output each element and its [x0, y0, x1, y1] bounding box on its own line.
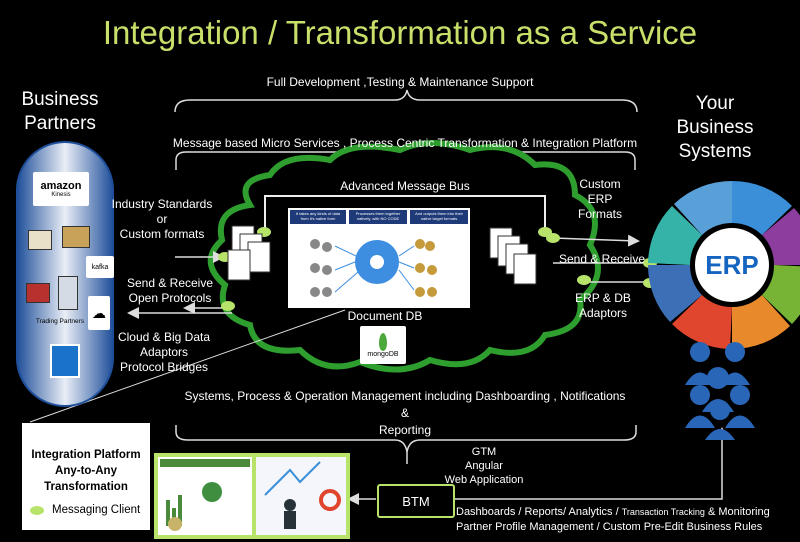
building-icon	[58, 276, 78, 310]
custom-erp-label: Custom ERP Formats	[577, 177, 622, 221]
top-brace	[174, 89, 638, 113]
btm-box: BTM	[377, 484, 455, 518]
factory-icon	[62, 226, 90, 248]
standards-label: Industry Standards or Custom formats	[111, 197, 213, 241]
cloud-storage-icon: ☁	[88, 296, 110, 330]
open-protocols-label: Send & Receive Open Protocols	[126, 276, 214, 305]
kafka-logo: kafka	[86, 256, 114, 278]
warehouse-icon	[28, 230, 52, 250]
mongodb-logo: mongoDB	[360, 326, 406, 364]
cloud-adaptors-label: Cloud & Big Data Adaptors Protocol Bridg…	[117, 330, 211, 374]
systems-heading: Your Business Systems	[676, 93, 754, 162]
process-step-2: Processes them together natively, with N…	[355, 211, 401, 221]
document-db-label: Document DB	[347, 309, 423, 323]
erp-db-adaptors-label: ERP & DB Adaptors	[575, 291, 631, 320]
process-step-3: And outputs them into their native targe…	[415, 211, 463, 221]
amazon-kinesis-logo: amazon Kinesis	[33, 172, 89, 206]
data-grid-icon	[50, 344, 80, 378]
users-icon	[685, 342, 755, 440]
support-text: Full Development ,Testing & Maintenance …	[266, 75, 534, 89]
features-text: Dashboards / Reports/ Analytics / Transa…	[456, 506, 770, 533]
erp-hub: ERP	[695, 228, 769, 302]
page-title: Integration / Transformation as a Servic…	[102, 14, 698, 51]
messaging-client-dot-icon	[30, 505, 44, 515]
gtm-label: GTM Angular Web Application	[444, 446, 524, 486]
legend-box: Integration Platform Any-to-Any Transfor…	[22, 423, 150, 530]
process-step-1: It takes any kinds of data from it's nat…	[295, 211, 341, 221]
trading-partners-label: Trading Partners	[35, 318, 85, 325]
document-stack-right-icon	[489, 227, 537, 285]
platform-text: Message based Micro Services , Process C…	[172, 136, 638, 150]
store-icon	[26, 283, 50, 303]
send-receive-right-label: Send & Receive	[558, 252, 646, 266]
message-bus-label: Advanced Message Bus	[340, 179, 470, 193]
partners-heading: Business Partners	[21, 89, 99, 134]
document-stack-left-icon	[227, 225, 271, 281]
management-text: Systems, Process & Operation Management …	[184, 389, 626, 437]
erp-wheel	[647, 180, 800, 350]
